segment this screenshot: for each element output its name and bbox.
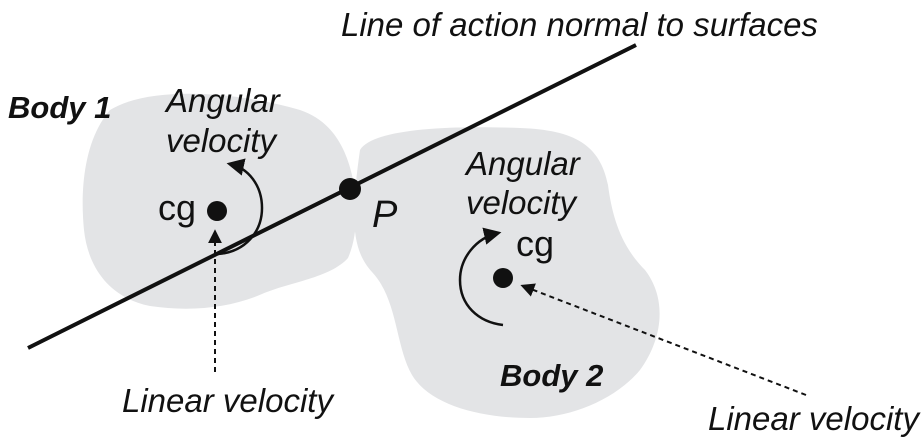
body-1-angular-label-line1: Angular	[164, 82, 282, 119]
body-1-linear-label: Linear velocity	[122, 382, 335, 419]
contact-point-label: P	[372, 194, 398, 236]
body-1-name: Body 1	[8, 90, 111, 125]
body-2-angular-label-line2: velocity	[466, 184, 579, 221]
body-1-cg-label: cg	[158, 187, 196, 228]
body-2-name: Body 2	[500, 358, 603, 393]
body-2-cg-label: cg	[516, 223, 554, 264]
body-1-cg-dot	[207, 201, 227, 221]
body-2-cg-dot	[493, 268, 513, 288]
body-2-linear-label: Linear velocity	[708, 400, 921, 437]
body-2-linear-velocity-arrow	[520, 283, 807, 396]
contact-point-p	[339, 178, 361, 200]
body-2-angular-velocity-arrow	[458, 227, 504, 327]
body-1-angular-label-line2: velocity	[166, 122, 279, 159]
body-1-shape	[82, 93, 357, 309]
body-1-angular-velocity-arrow	[217, 158, 264, 256]
line-of-action-label: Line of action normal to surfaces	[341, 6, 818, 43]
body-2-angular-label-line1: Angular	[464, 145, 582, 182]
line-of-action	[27, 43, 637, 350]
